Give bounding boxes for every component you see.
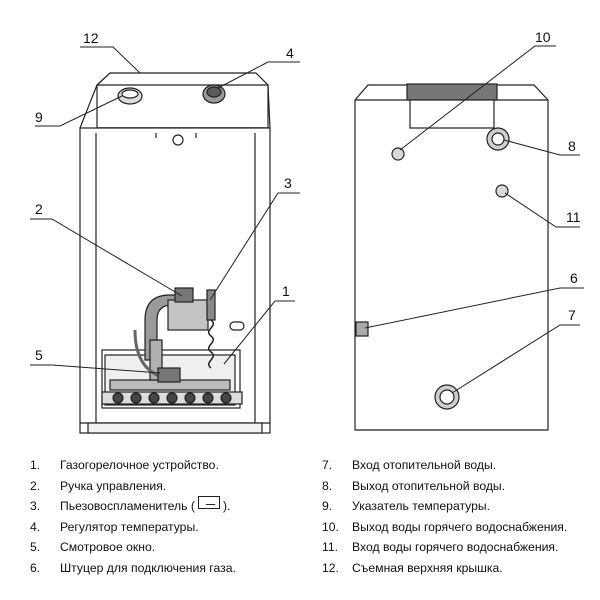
rear-view: [354, 83, 549, 431]
legend-number: 6.: [30, 560, 41, 575]
legend-text: Указатель температуры.: [352, 499, 491, 514]
callout-6: 6: [570, 270, 578, 286]
callout-12: 12: [83, 30, 99, 46]
sight-window: [157, 367, 181, 383]
callout-4: 4: [286, 45, 294, 61]
legend-text-before: Пьезовоспламенитель (: [60, 499, 195, 514]
gas-burner-device: [101, 349, 243, 409]
hot-water-outlet: [391, 147, 405, 161]
legend-item: 8. Выход отопительной воды.: [322, 476, 600, 497]
callout-1: 1: [282, 283, 290, 299]
legend-number: 8.: [322, 478, 333, 493]
legend-item: 5. Смотровое окно.: [30, 537, 310, 558]
callout-10: 10: [535, 29, 551, 45]
callout-9: 9: [35, 109, 43, 125]
legend-text: Газогорелочное устройство.: [60, 458, 219, 472]
callout-3: 3: [284, 175, 292, 191]
legend-item: 10. Выход воды горячего водоснабжения.: [322, 517, 600, 538]
callout-7: 7: [568, 307, 576, 323]
legend-item: 9. Указатель температуры.: [322, 496, 600, 517]
legend-number: 3.: [30, 499, 41, 514]
callout-2: 2: [35, 201, 43, 217]
legend-text: Вход отопительной воды.: [352, 458, 497, 472]
legend-text: Штуцер для подключения газа.: [60, 560, 236, 575]
legend-item: 1. Газогорелочное устройство.: [30, 455, 310, 476]
piezo-igniter-symbol-icon: [197, 496, 220, 510]
legend-number: 4.: [30, 519, 41, 534]
legend-number: 11.: [322, 540, 339, 555]
callout-5: 5: [35, 347, 43, 363]
legend-item: 6. Штуцер для подключения газа.: [30, 558, 310, 579]
legend-item: 3. Пьезовоспламенитель ( ).: [30, 496, 310, 517]
hot-water-inlet: [495, 184, 509, 198]
legend-text: Смотровое окно.: [60, 540, 156, 555]
legend-text: Съемная верхняя крышка.: [352, 560, 503, 575]
callout-8: 8: [568, 138, 576, 154]
legend-left: 1. Газогорелочное устройство. 2. Ручка у…: [30, 455, 310, 579]
legend-text: Ручка управления.: [60, 478, 167, 493]
boiler-body-rear: [354, 84, 549, 431]
callout-11: 11: [566, 209, 581, 225]
legend-text: Выход воды горячего водоснабжения.: [352, 519, 568, 534]
legend-text-after: ).: [222, 499, 231, 514]
legend-item: 2. Ручка управления.: [30, 476, 310, 497]
legend-item: 11. Вход воды горячего водоснабжения.: [322, 537, 600, 558]
legend-number: 10.: [322, 519, 339, 534]
legend-number: 1.: [30, 458, 41, 472]
legend-item: 4. Регулятор температуры.: [30, 517, 310, 538]
legend-text: Регулятор температуры.: [60, 519, 199, 534]
gas-connection-fitting: [355, 321, 369, 337]
legend-text: Вход воды горячего водоснабжения.: [352, 540, 559, 555]
piezo-igniter: [206, 289, 216, 369]
legend-number: 7.: [322, 458, 333, 472]
legend-text: Выход отопительной воды.: [352, 478, 506, 493]
legend-right: 7. Вход отопительной воды. 8. Выход отоп…: [322, 455, 600, 579]
legend-number: 5.: [30, 540, 41, 555]
front-view: [79, 72, 271, 434]
legend-item: 12. Съемная верхняя крышка.: [322, 558, 600, 579]
legend-number: 9.: [322, 499, 333, 514]
legend-number: 12.: [322, 560, 339, 575]
boiler-diagram: 12 4 9 2 3 1 5 10 8 11 6 7: [30, 29, 584, 434]
control-handle-assembly: [133, 287, 209, 381]
flue-outlet: [406, 83, 498, 101]
legend-number: 2.: [30, 478, 41, 493]
legend-item: 7. Вход отопительной воды.: [322, 455, 600, 476]
